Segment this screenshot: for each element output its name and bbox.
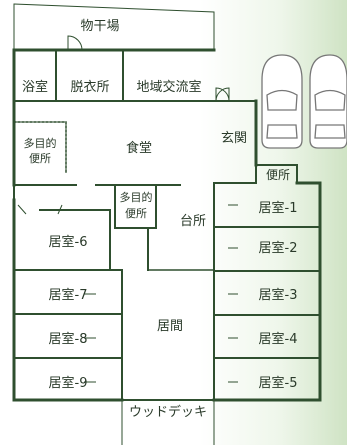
car-icon (261, 54, 303, 149)
room-8-label: 居室-8 (49, 331, 88, 347)
multi-toilet-1-label-line2: 便所 (29, 152, 51, 165)
bath-label: 浴室 (22, 79, 48, 95)
multi-toilet-2-label-line1: 多目的 (120, 190, 153, 204)
building-walls (12, 3, 322, 445)
room-2-label: 居室-2 (259, 240, 298, 256)
car-icon (309, 54, 347, 149)
dining-label: 食堂 (126, 140, 152, 156)
entrance-label: 玄関 (221, 131, 247, 146)
door-swings (17, 35, 238, 383)
kitchen-label: 台所 (180, 214, 206, 229)
toilet-label: 便所 (266, 168, 290, 182)
room-4-label: 居室-4 (259, 331, 298, 347)
room-1-label: 居室-1 (259, 200, 298, 216)
room-9-label: 居室-9 (49, 375, 88, 391)
room-5-label: 居室-5 (259, 375, 298, 391)
room-6-label: 居室-6 (49, 234, 88, 250)
living-label: 居間 (157, 319, 183, 334)
multi-toilet-1-label-line1: 多目的 (24, 136, 57, 150)
wood-deck-label: ウッドデッキ (129, 404, 207, 420)
room-7-label: 居室-7 (49, 287, 88, 303)
drying-area-label: 物干場 (80, 19, 119, 34)
multi-toilet-2-label-line2: 便所 (125, 207, 147, 220)
room-3-label: 居室-3 (259, 287, 298, 303)
community-room-label: 地域交流室 (136, 79, 201, 95)
dressing-label: 脱衣所 (70, 79, 109, 95)
